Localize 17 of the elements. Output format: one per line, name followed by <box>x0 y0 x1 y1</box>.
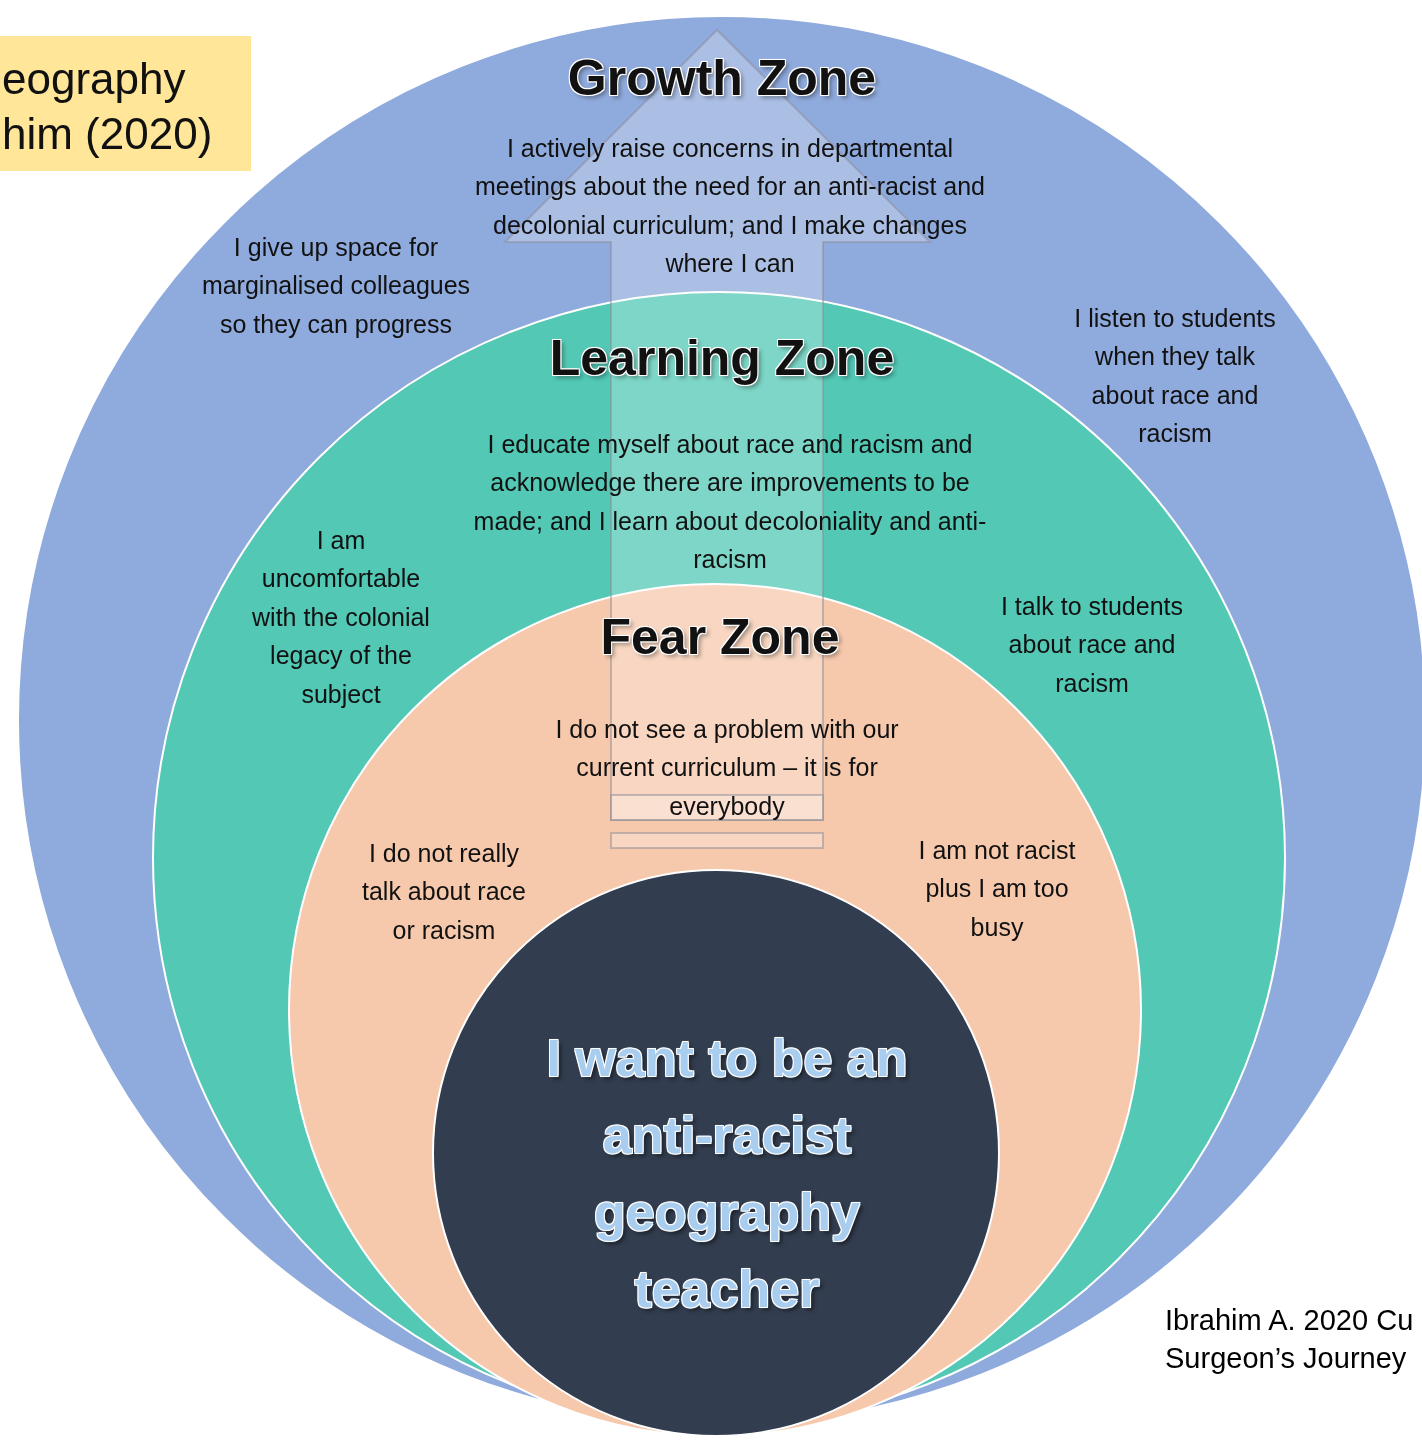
zone-statement: I am not racist plus I am too busy <box>917 834 1077 943</box>
zone-statement: I do not really talk about race or racism <box>361 837 527 946</box>
zone-statement: I listen to students when they talk about race and racism <box>1073 302 1277 450</box>
zone-statement: I educate myself about race and racism and acknowledge there are improvements to be made; and I learn about decoloniality and anti-racism <box>472 428 988 576</box>
zone-statement: I give up space for marginalised colleagues so they can progress <box>201 231 471 340</box>
zone-title: Growth Zone <box>566 49 878 108</box>
note-box <box>0 36 251 171</box>
zone-statement: I do not see a problem with our current curriculum – it is for everybody <box>554 713 900 822</box>
zone-statement: I talk to students about race and racism <box>999 590 1184 699</box>
citation-text: Surgeon’s Journey <box>1165 1341 1407 1376</box>
note-text: him (2020) <box>2 107 213 160</box>
note-text: eography <box>2 52 186 105</box>
zone-title: Fear Zone <box>599 608 841 667</box>
goal-text: I want to be an anti-racist geography teacher <box>545 1027 909 1320</box>
zone-statement: I actively raise concerns in departmental meetings about the need for an anti-racist and decolonial curriculum; and I make changes where I can <box>473 132 986 280</box>
citation-text: Ibrahim A. 2020 Cu <box>1165 1303 1414 1338</box>
zone-statement: I am uncomfortable with the colonial legacy of the subject <box>251 524 431 710</box>
